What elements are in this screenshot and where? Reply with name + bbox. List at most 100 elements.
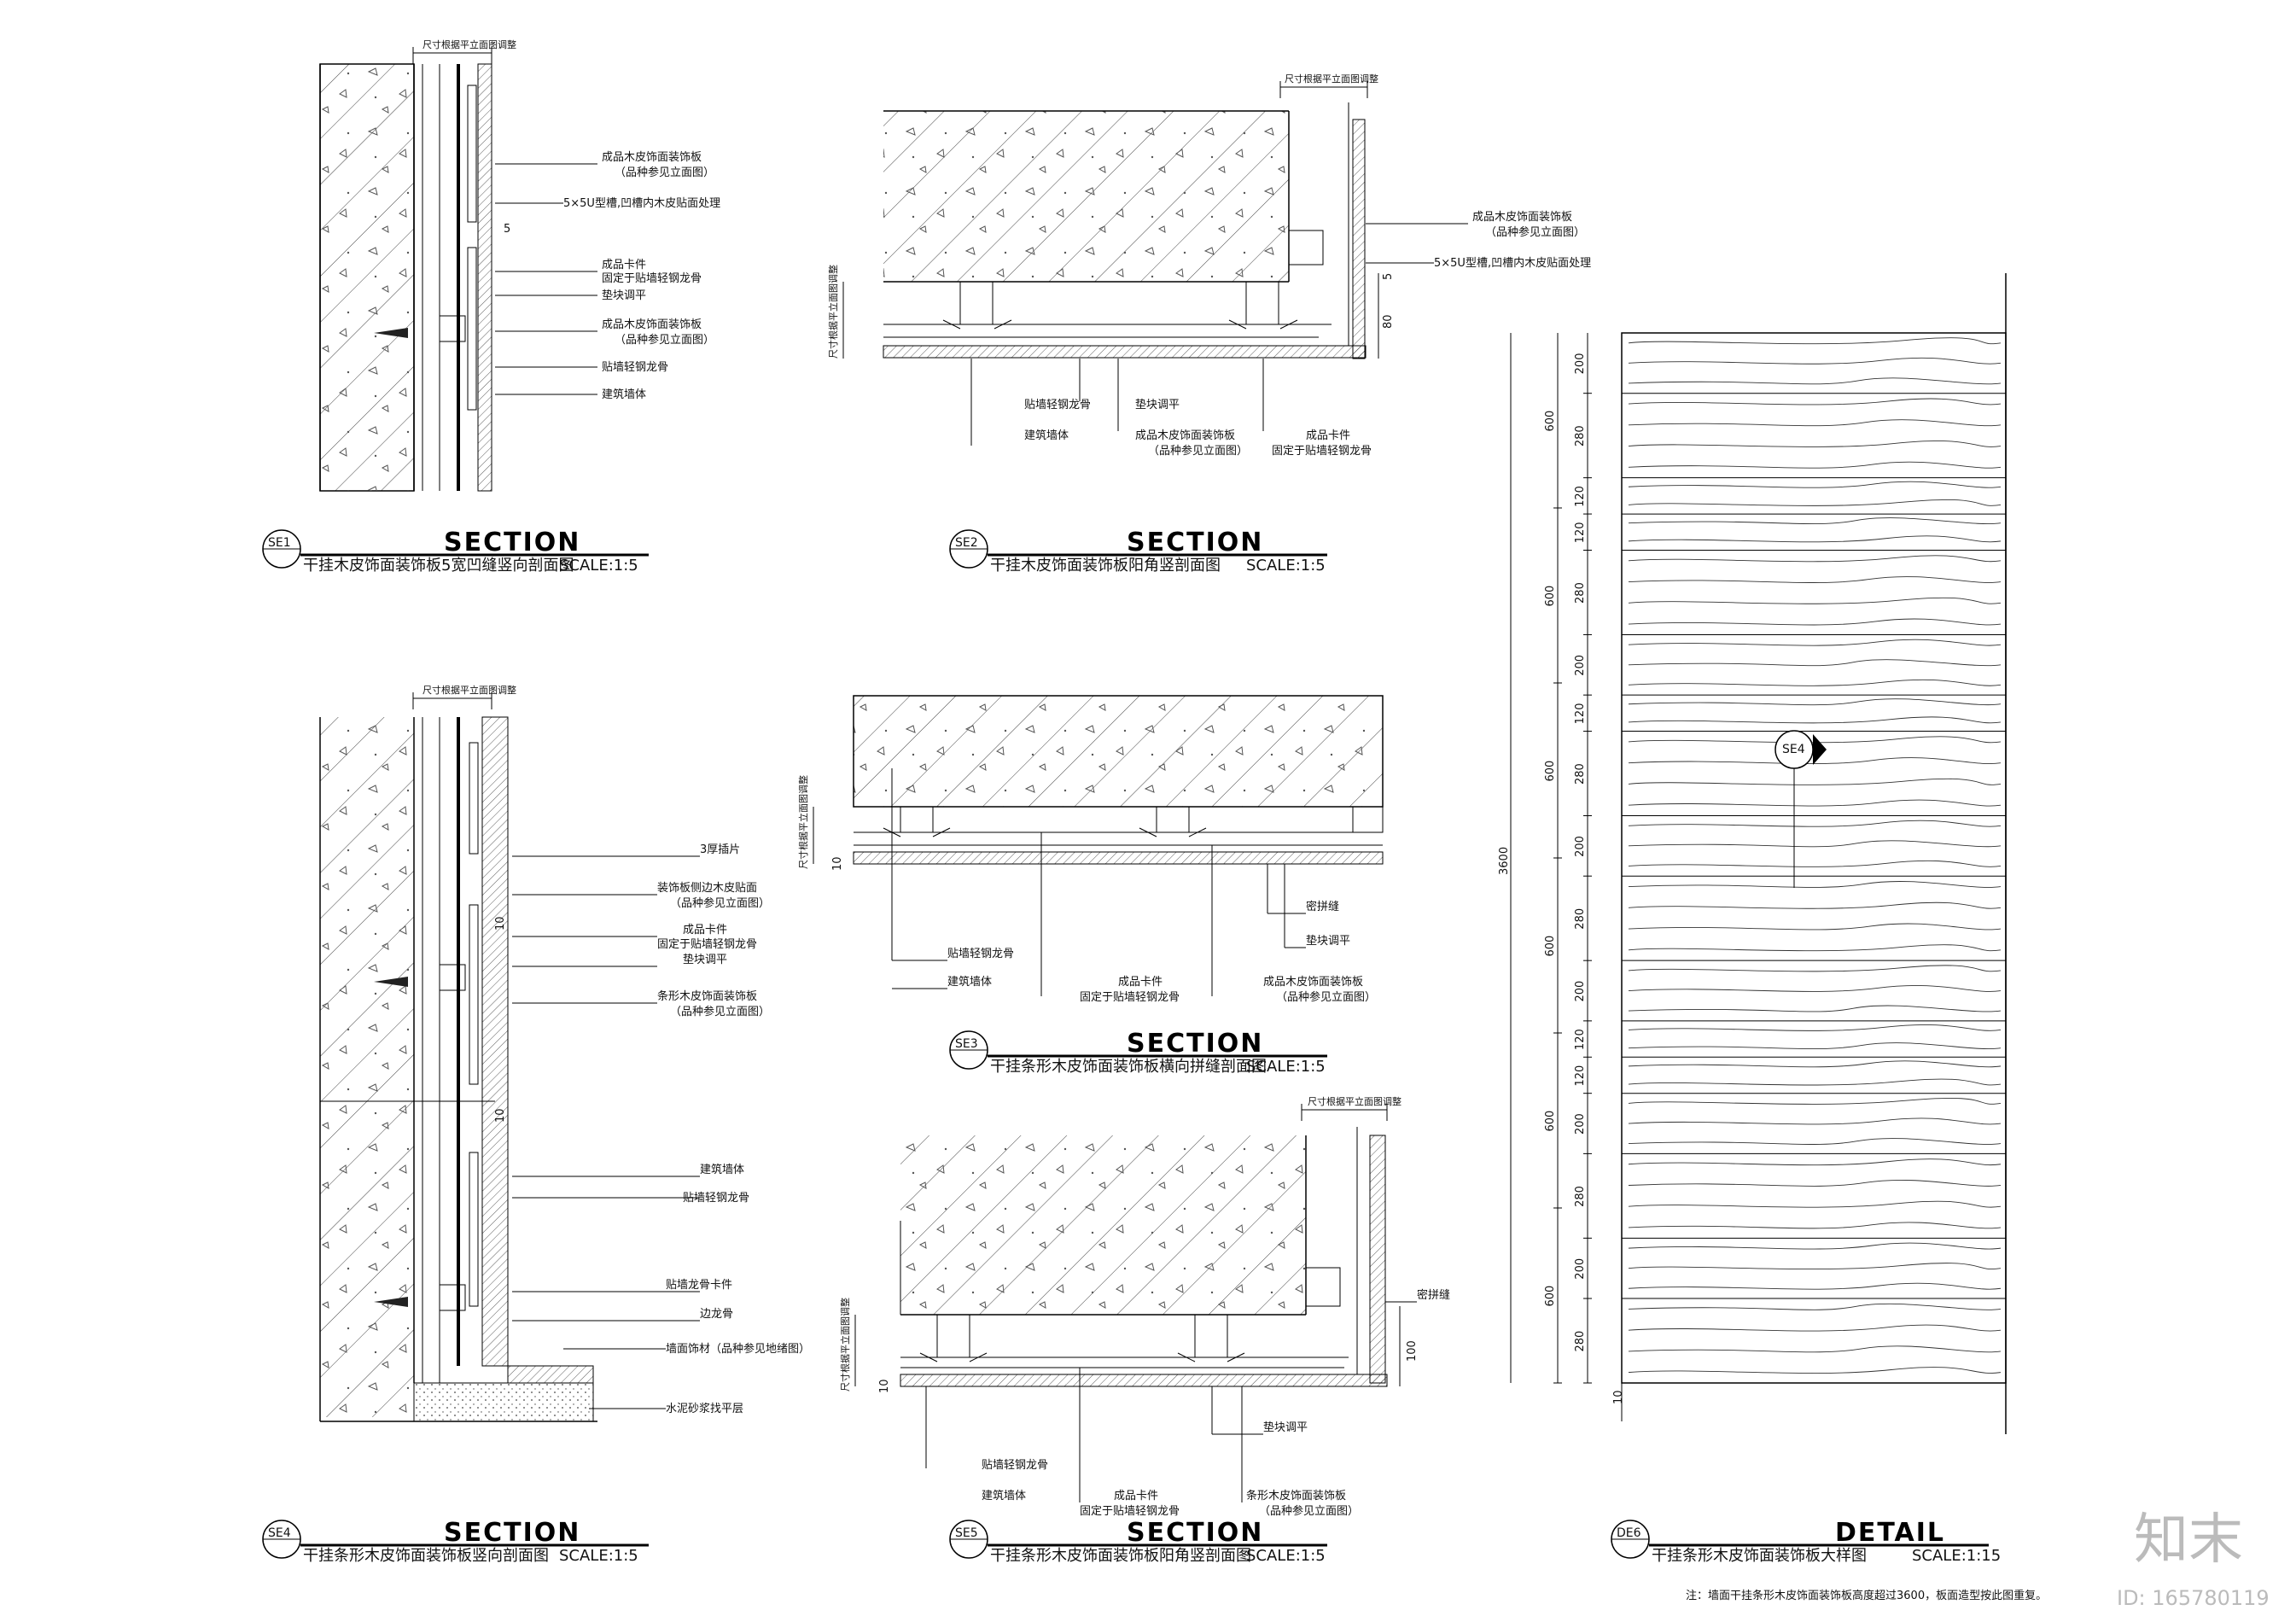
grain-line: [1628, 441, 2002, 447]
grain-line: [1628, 1367, 2002, 1374]
se2-dim: 80: [1382, 314, 1395, 329]
se3-label: 成品木皮饰面装饰板: [1263, 976, 1363, 989]
de6-total-dim: 3600: [1498, 847, 1511, 875]
grain-line: [1628, 840, 2002, 848]
se3-scale: SCALE:1:5: [1246, 1058, 1326, 1076]
band-dim: 280: [1574, 582, 1587, 604]
grain-line: [1628, 1078, 2002, 1086]
se3-label: 密拼缝: [1306, 900, 1339, 913]
de6-wood-grain: [1628, 337, 2002, 1374]
se2-title-block: SE2 SECTION 干挂木皮饰面装饰板阳角竖剖面图 SCALE:1:5: [949, 528, 1327, 575]
se4-dim: 10: [494, 1108, 507, 1123]
grain-line: [1628, 1200, 2002, 1208]
se4-label: 固定于贴墙轻钢龙骨: [657, 938, 757, 951]
se1-label: （品种参见立面图）: [615, 333, 714, 347]
se2-label: 成品木皮饰面装饰板: [1472, 211, 1572, 224]
grain-line: [1628, 757, 2002, 765]
se5-label: （品种参见立面图）: [1259, 1504, 1359, 1518]
grain-line: [1628, 965, 2002, 972]
se2-label: 垫块调平: [1135, 398, 1180, 411]
se5-label: 垫块调平: [1263, 1421, 1308, 1434]
se5-label: 贴墙轻钢龙骨: [982, 1459, 1048, 1472]
de6-scale: SCALE:1:15: [1912, 1547, 2001, 1565]
se5-label: 成品卡件: [1114, 1490, 1158, 1502]
se1-label: 固定于贴墙轻钢龙骨: [602, 272, 702, 285]
de6-heading: DETAIL: [1835, 1518, 1945, 1548]
band-dim: 120: [1574, 1065, 1587, 1087]
se1-tag: SE1: [268, 536, 291, 550]
se5-label: 固定于贴墙轻钢龙骨: [1080, 1505, 1180, 1518]
se4-dim: 10: [494, 916, 507, 931]
grain-line: [1628, 1042, 2002, 1050]
grain-line: [1628, 1024, 2002, 1031]
se2-label: （品种参见立面图）: [1485, 225, 1585, 239]
band-dim: 280: [1574, 763, 1587, 785]
se2-label: 建筑墙体: [1024, 429, 1069, 442]
grain-line: [1628, 1222, 2002, 1229]
se2-label: 成品卡件: [1306, 429, 1350, 442]
se3-section: 尺寸根据平立面图调整 10 密拼缝 垫块调平 贴墙轻钢龙骨 建筑墙体 成品卡件 …: [797, 695, 1384, 1004]
group-dim: 600: [1544, 761, 1557, 782]
grain-line: [1628, 535, 2002, 543]
grain-line: [1628, 1303, 2002, 1310]
grain-line: [1628, 799, 2002, 807]
grain-line: [1628, 1324, 2002, 1332]
grain-line: [1628, 419, 2002, 427]
grain-line: [1628, 1117, 2002, 1125]
se5-label: 条形木皮饰面装饰板: [1246, 1489, 1346, 1502]
grain-line: [1628, 659, 2002, 667]
se4-label: 成品卡件: [683, 924, 727, 936]
grain-line: [1628, 337, 2002, 345]
se5-dim: 100: [1406, 1340, 1419, 1362]
se4-tag: SE4: [268, 1526, 291, 1540]
se3-label: 贴墙轻钢龙骨: [947, 948, 1014, 960]
de6-callout-label: SE4: [1782, 743, 1805, 756]
band-dim: 120: [1574, 703, 1587, 725]
de6-band-dims: 2002801201202802001202802002802001201202…: [1574, 353, 1592, 1384]
grain-line: [1628, 901, 2002, 909]
de6-section-callout: SE4: [1774, 730, 1827, 888]
se1-label: 成品卡件: [602, 259, 646, 271]
se4-title-block: SE4 SECTION 干挂条形木皮饰面装饰板竖向剖面图 SCALE:1:5: [262, 1518, 649, 1565]
se5-scale: SCALE:1:5: [1246, 1547, 1326, 1565]
se5-heading: SECTION: [1127, 1518, 1263, 1548]
group-dim: 600: [1544, 1286, 1557, 1307]
grain-line: [1628, 1242, 2002, 1250]
se1-scale: SCALE:1:5: [559, 557, 638, 575]
se1-label: 建筑墙体: [602, 388, 646, 401]
se3-subtitle: 干挂条形木皮饰面装饰板横向拼缝剖面图: [990, 1058, 1267, 1076]
se4-subtitle: 干挂条形木皮饰面装饰板竖向剖面图: [303, 1547, 549, 1565]
grain-line: [1628, 1179, 2002, 1187]
grain-line: [1628, 555, 2002, 563]
se4-label: 贴墙龙骨卡件: [666, 1279, 732, 1292]
grain-line: [1628, 639, 2002, 646]
grain-line: [1628, 377, 2002, 385]
de6-panel-bands: [1622, 393, 2006, 1299]
se2-side-note: 尺寸根据平立面图调整: [827, 265, 839, 359]
watermark: 知末 ID: 165780119: [2117, 1508, 2270, 1610]
grain-line: [1628, 1005, 2002, 1012]
se1-gap-dim: 5: [504, 223, 510, 236]
grain-line: [1628, 1097, 2002, 1105]
se3-label: 垫块调平: [1306, 934, 1350, 948]
se1-label: 成品木皮饰面装饰板: [602, 151, 702, 164]
grain-line: [1628, 923, 2002, 931]
de6-tag: DE6: [1617, 1526, 1641, 1540]
se2-label: 成品木皮饰面装饰板: [1135, 429, 1235, 442]
se1-title-block: SE1 SECTION 干挂木皮饰面装饰板5宽凹缝竖向剖面图 SCALE:1:5: [262, 528, 649, 575]
band-dim: 280: [1574, 1331, 1587, 1352]
grain-line: [1628, 499, 2002, 506]
band-dim: 280: [1574, 908, 1587, 930]
grain-line: [1628, 944, 2002, 952]
group-dim: 600: [1544, 411, 1557, 432]
grain-line: [1628, 357, 2002, 365]
de6-note: 注：墙面干挂条形木皮饰面装饰板高度超过3600，板面造型按此图重复。: [1686, 1589, 2047, 1602]
band-dim: 200: [1574, 353, 1587, 375]
se4-label: 条形木皮饰面装饰板: [657, 989, 757, 1003]
se4-label: 垫块调平: [683, 953, 727, 966]
grain-line: [1628, 679, 2002, 686]
se1-top-note: 尺寸根据平立面图调整: [422, 38, 516, 50]
de6-subtitle: 干挂条形木皮饰面装饰板大样图: [1652, 1547, 1867, 1565]
